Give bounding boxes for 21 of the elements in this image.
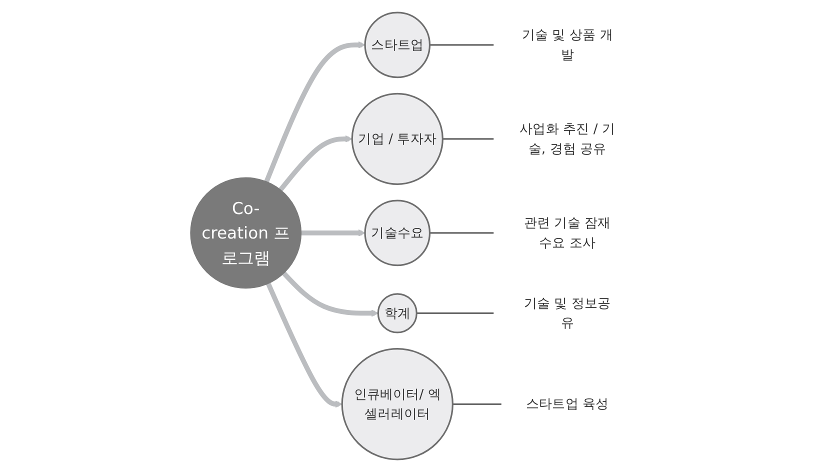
node-circle: Co-creation 프로그램: [190, 176, 302, 288]
node-text: 기술 및 상품 개발: [522, 26, 614, 62]
connector: [430, 232, 494, 234]
node-text: 관련 기술 잠재수요 조사: [524, 214, 612, 250]
arrow: [264, 40, 366, 182]
node-text: 스타트업 육성: [526, 395, 609, 412]
arrow: [266, 282, 343, 408]
node-text: 기술 및 정보공유: [524, 294, 612, 330]
connector: [416, 312, 494, 314]
connector: [442, 138, 494, 140]
arrow: [278, 134, 353, 191]
node-circle: 학계: [378, 292, 418, 333]
arrow: [301, 228, 366, 236]
connector: [452, 402, 502, 404]
connector: [430, 44, 494, 46]
node-circle: 스타트업: [364, 11, 431, 78]
node-circle: 기업 / 투자자: [351, 92, 444, 185]
arrow: [282, 270, 379, 316]
node-text: 사업화 추진 / 기술, 경험 공유: [520, 120, 616, 156]
node-circle: 기술수요: [364, 199, 431, 266]
node-circle: 인큐베이터/ 엑셀러레이터: [341, 348, 454, 460]
